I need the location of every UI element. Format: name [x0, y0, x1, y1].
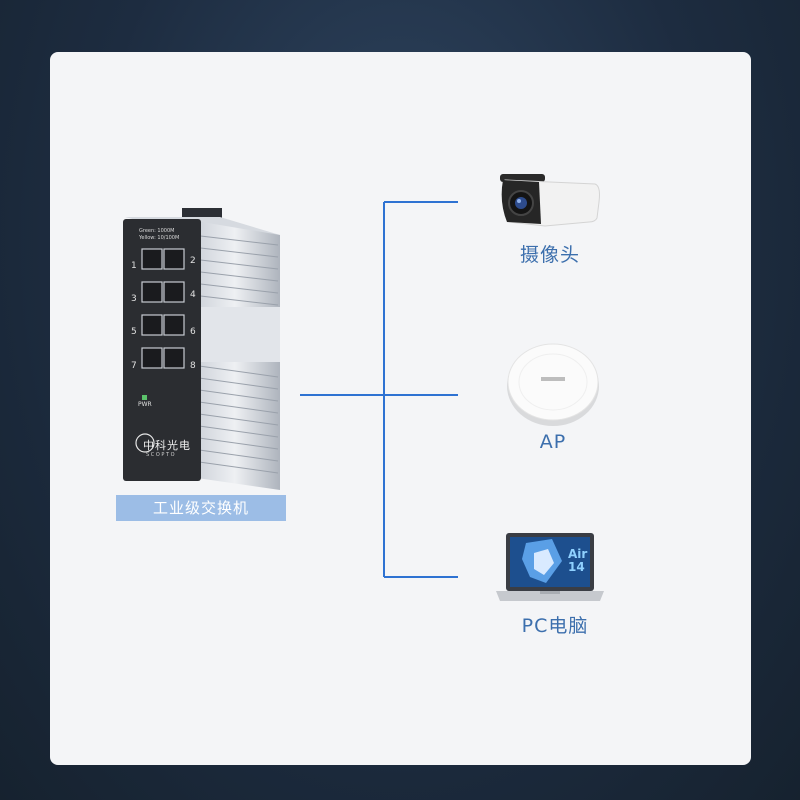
pc-label: PC电脑: [521, 615, 589, 637]
port-number-2: 2: [190, 256, 196, 266]
access-point-icon: [507, 343, 599, 426]
switch-legend-green: Green: 1000M: [139, 228, 175, 234]
pwr-label: PWR: [138, 401, 152, 408]
switch-label: 工业级交换机: [116, 495, 286, 521]
port-number-7: 7: [131, 361, 137, 371]
switch-legend-yellow: Yellow: 10/100M: [139, 235, 180, 241]
security-camera-icon: [500, 174, 600, 227]
port-number-4: 4: [190, 290, 196, 300]
port-number-6: 6: [190, 327, 196, 337]
laptop-icon: [496, 533, 604, 601]
port-number-1: 1: [131, 261, 137, 271]
laptop-screen-text: Air 14: [568, 547, 588, 574]
brand-logo-en: S C O P T O: [146, 452, 175, 458]
port-number-3: 3: [131, 294, 137, 304]
brand-logo-text: 中科光电: [143, 439, 191, 452]
camera-label: 摄像头: [519, 244, 580, 266]
port-number-8: 8: [190, 361, 196, 371]
industrial-switch-icon: [123, 208, 280, 490]
port-number-5: 5: [131, 327, 137, 337]
ap-label: AP: [539, 431, 567, 453]
